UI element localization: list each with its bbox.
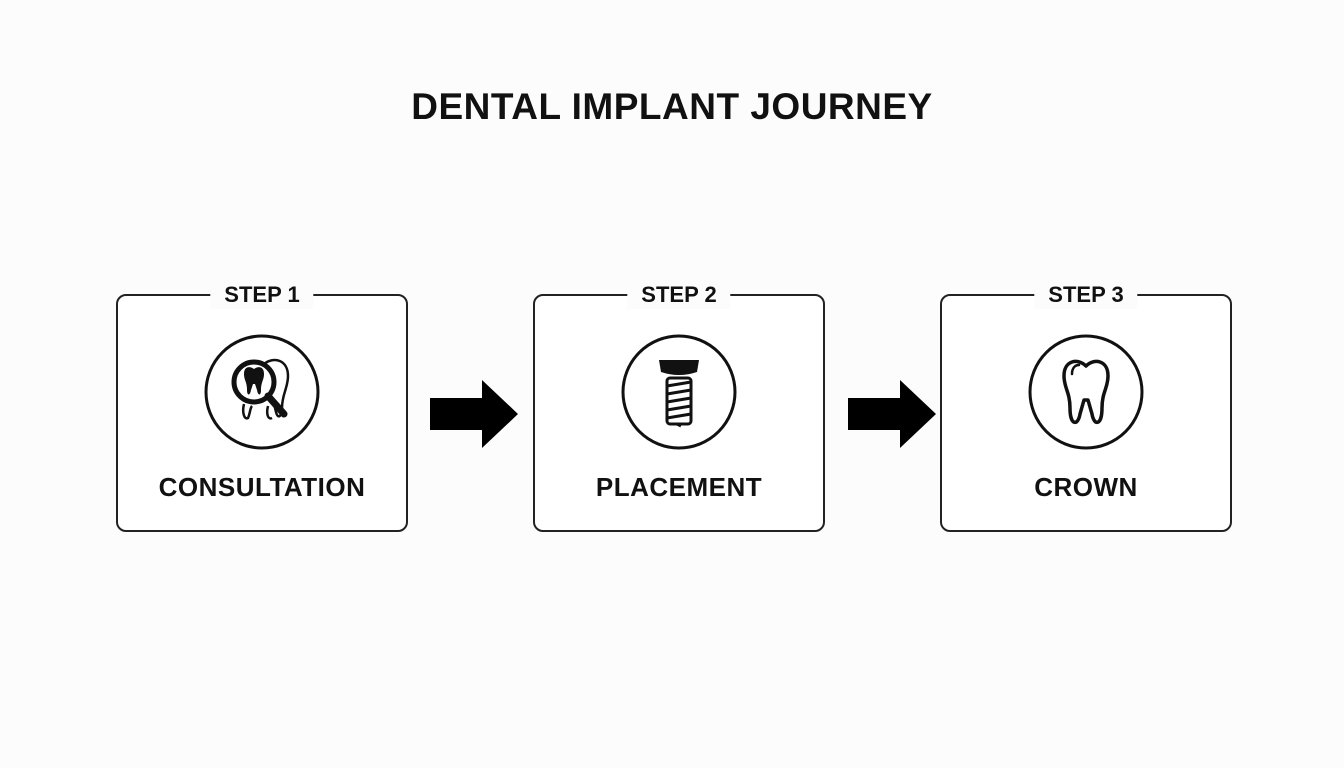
step-3-box: STEP 3 CROWN bbox=[940, 281, 1232, 532]
tooth-magnifier-icon bbox=[204, 334, 320, 450]
step-1-box: STEP 1 CONSULTATION bbox=[116, 281, 408, 532]
tooth-icon bbox=[1028, 334, 1144, 450]
step-3-label: STEP 3 bbox=[1034, 281, 1138, 309]
step-2-label: STEP 2 bbox=[627, 281, 731, 309]
step-3-name: CROWN bbox=[1034, 472, 1138, 502]
diagram-title: DENTAL IMPLANT JOURNEY bbox=[411, 86, 933, 127]
step-1-name: CONSULTATION bbox=[158, 472, 366, 502]
step-1-label: STEP 1 bbox=[210, 281, 314, 309]
arrow-right-icon bbox=[430, 380, 518, 448]
implant-screw-icon bbox=[621, 334, 737, 450]
arrow-right-icon bbox=[848, 380, 936, 448]
step-2-name: PLACEMENT bbox=[595, 472, 763, 502]
step-2-box: STEP 2 PLACEMENT bbox=[533, 281, 825, 532]
